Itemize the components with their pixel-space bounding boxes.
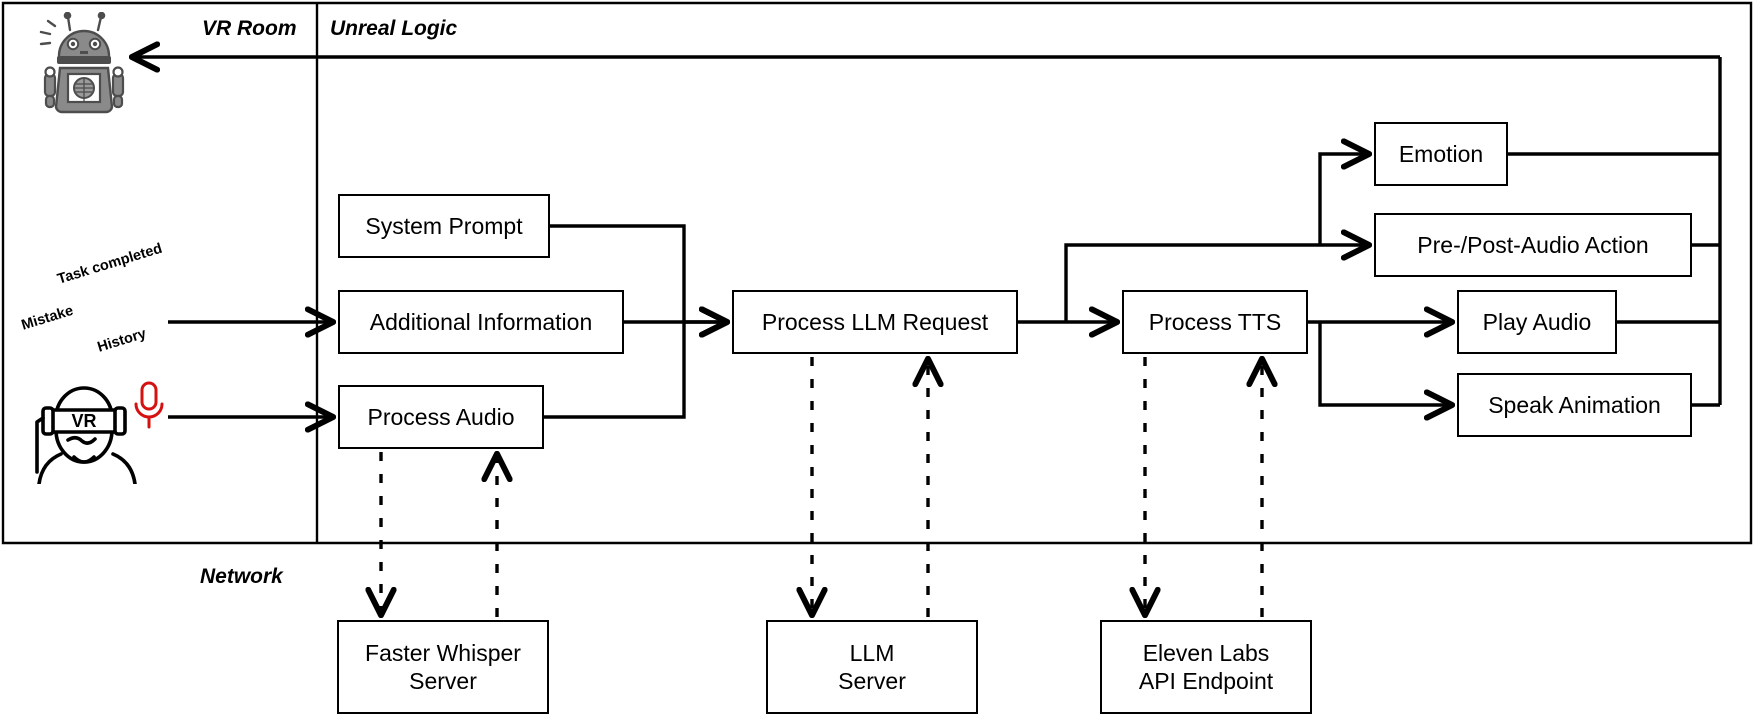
microphone-icon bbox=[130, 380, 168, 432]
node-process-tts[interactable]: Process TTS bbox=[1122, 290, 1308, 354]
node-play-audio[interactable]: Play Audio bbox=[1457, 290, 1617, 354]
node-process-audio[interactable]: Process Audio bbox=[338, 385, 544, 449]
node-llm-server[interactable]: LLM Server bbox=[766, 620, 978, 714]
vr-headset-label: VR bbox=[71, 411, 96, 431]
node-emotion[interactable]: Emotion bbox=[1374, 122, 1508, 186]
node-process-llm-request[interactable]: Process LLM Request bbox=[732, 290, 1018, 354]
node-additional-information[interactable]: Additional Information bbox=[338, 290, 624, 354]
vr-headset-person-icon: VR bbox=[30, 372, 146, 486]
node-pre-post-audio-action[interactable]: Pre-/Post-Audio Action bbox=[1374, 213, 1692, 277]
node-eleven-labs-api-endpoint[interactable]: Eleven Labs API Endpoint bbox=[1100, 620, 1312, 714]
lane-label-unreal-logic: Unreal Logic bbox=[330, 17, 458, 40]
lane-label-vr-room: VR Room bbox=[202, 17, 297, 40]
node-speak-animation[interactable]: Speak Animation bbox=[1457, 373, 1692, 437]
lane-label-network: Network bbox=[200, 565, 283, 588]
node-system-prompt[interactable]: System Prompt bbox=[338, 194, 550, 258]
node-faster-whisper-server[interactable]: Faster Whisper Server bbox=[337, 620, 549, 714]
robot-icon bbox=[28, 11, 140, 116]
